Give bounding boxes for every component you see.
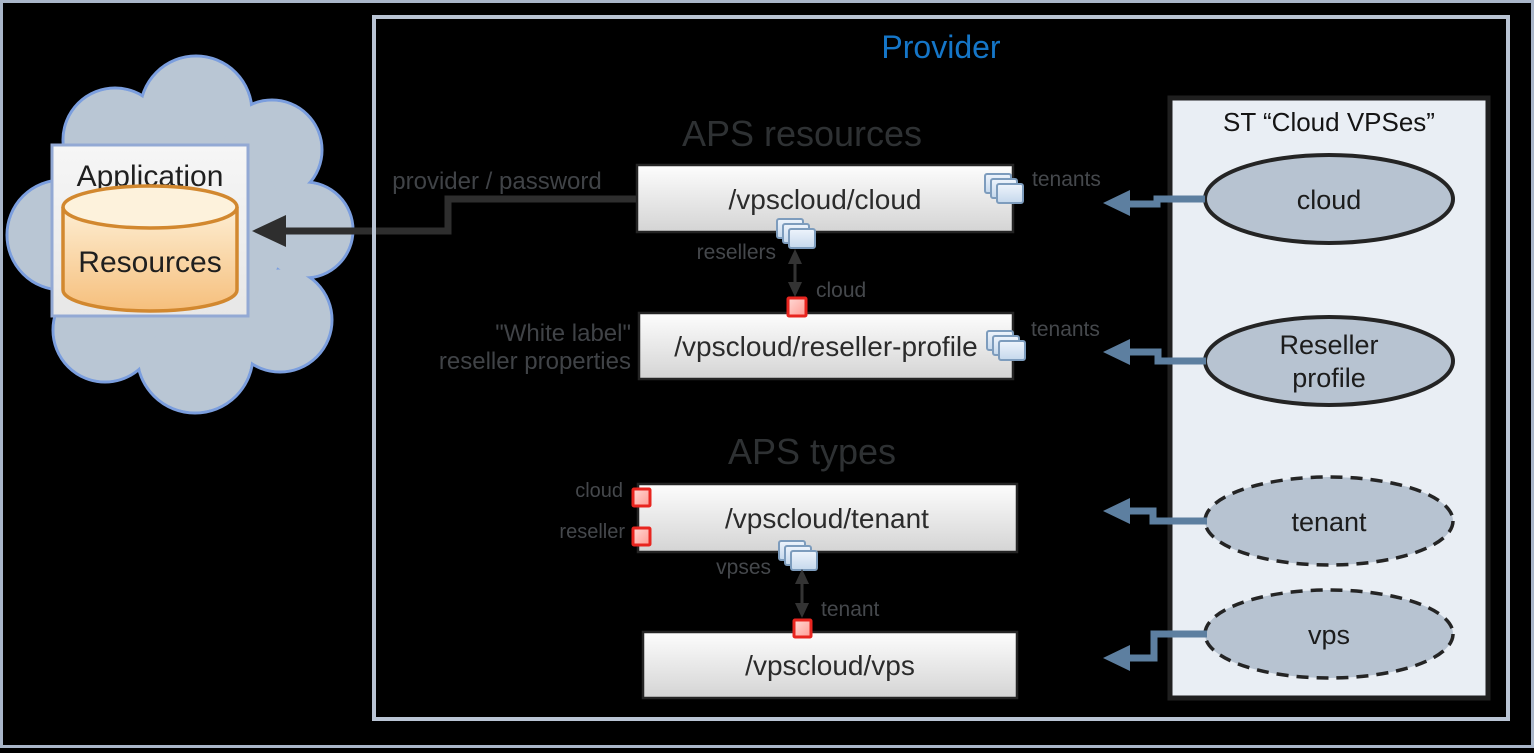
tenants-label-cloud: tenants: [1032, 168, 1101, 191]
st-cloud-vpses-panel: ST “Cloud VPSes” cloud Reseller profile …: [1167, 95, 1491, 701]
left-arrowhead-icon: [1103, 190, 1130, 216]
arrow-tenant-ellipse-to-box: [1103, 498, 1207, 525]
tenants-collection-icon-cloud: [984, 173, 1024, 204]
arrow-cloud-ellipse-to-box: [1103, 190, 1205, 216]
white-label-annotation-line2: reseller properties: [439, 348, 631, 375]
cloud-handle-label: cloud: [816, 279, 866, 302]
box-vpscloud-tenant-label: /vpscloud/tenant: [725, 503, 929, 534]
left-arrowhead-icon: [252, 215, 286, 247]
reseller-type-marker-icon: [631, 526, 652, 547]
vpses-label: vpses: [716, 556, 771, 579]
provider-password-connector: [252, 195, 637, 247]
cloud-reseller-link-arrow: [788, 249, 802, 297]
ellipse-reseller-profile-label2: profile: [1292, 363, 1366, 393]
box-vpscloud-reseller-profile-label: /vpscloud/reseller-profile: [674, 331, 977, 362]
tenant-vps-link-arrow: [795, 569, 809, 618]
resources-cylinder: Resources: [61, 184, 239, 313]
arrow-vps-ellipse-to-box: [1103, 630, 1207, 671]
box-vpscloud-vps: /vpscloud/vps: [641, 630, 1019, 700]
tenant-link-marker-icon: [792, 618, 813, 639]
box-vpscloud-cloud-label: /vpscloud/cloud: [728, 184, 921, 215]
provider-frame: [372, 15, 1510, 721]
provider-password-label: provider / password: [392, 168, 601, 195]
arrow-reseller-ellipse-to-box: [1103, 339, 1206, 365]
left-arrowhead-icon: [1103, 498, 1130, 524]
tenants-label-reseller-profile: tenants: [1031, 318, 1100, 341]
cloud-type-label: cloud: [575, 480, 623, 502]
left-arrowhead-icon: [1103, 339, 1130, 365]
resellers-label: resellers: [697, 241, 776, 264]
box-vpscloud-cloud: /vpscloud/cloud: [635, 163, 1015, 234]
cloud-link-marker-icon: [786, 296, 808, 318]
ellipse-tenant-label: tenant: [1291, 507, 1367, 537]
provider-title: Provider: [881, 29, 1001, 65]
box-vpscloud-tenant: /vpscloud/tenant: [636, 482, 1019, 554]
left-arrowhead-icon: [1103, 645, 1130, 671]
vpses-collection-icon: [778, 540, 818, 571]
ellipse-reseller-profile-label1: Reseller: [1279, 330, 1378, 360]
aps-types-heading: APS types: [728, 431, 896, 472]
reseller-type-label: reseller: [559, 521, 625, 543]
st-panel-title: ST “Cloud VPSes”: [1223, 107, 1435, 137]
ellipse-cloud-label: cloud: [1297, 185, 1362, 215]
ellipse-tenant: tenant: [1203, 475, 1455, 567]
ellipse-vps-label: vps: [1308, 620, 1350, 650]
aps-resources-heading: APS resources: [682, 113, 922, 154]
box-vpscloud-vps-label: /vpscloud/vps: [745, 650, 915, 681]
white-label-annotation-line1: "White label": [495, 320, 631, 347]
ellipse-vps: vps: [1203, 588, 1455, 680]
ellipse-cloud: cloud: [1203, 153, 1455, 245]
cloud-type-marker-icon: [631, 487, 652, 508]
resellers-collection-icon: [776, 218, 816, 249]
resources-label: Resources: [78, 246, 221, 279]
ellipse-reseller-profile: Reseller profile: [1203, 315, 1455, 407]
tenants-collection-icon-reseller-profile: [986, 330, 1026, 361]
tenant-handle-label: tenant: [821, 598, 880, 621]
box-vpscloud-reseller-profile: /vpscloud/reseller-profile: [637, 311, 1015, 381]
